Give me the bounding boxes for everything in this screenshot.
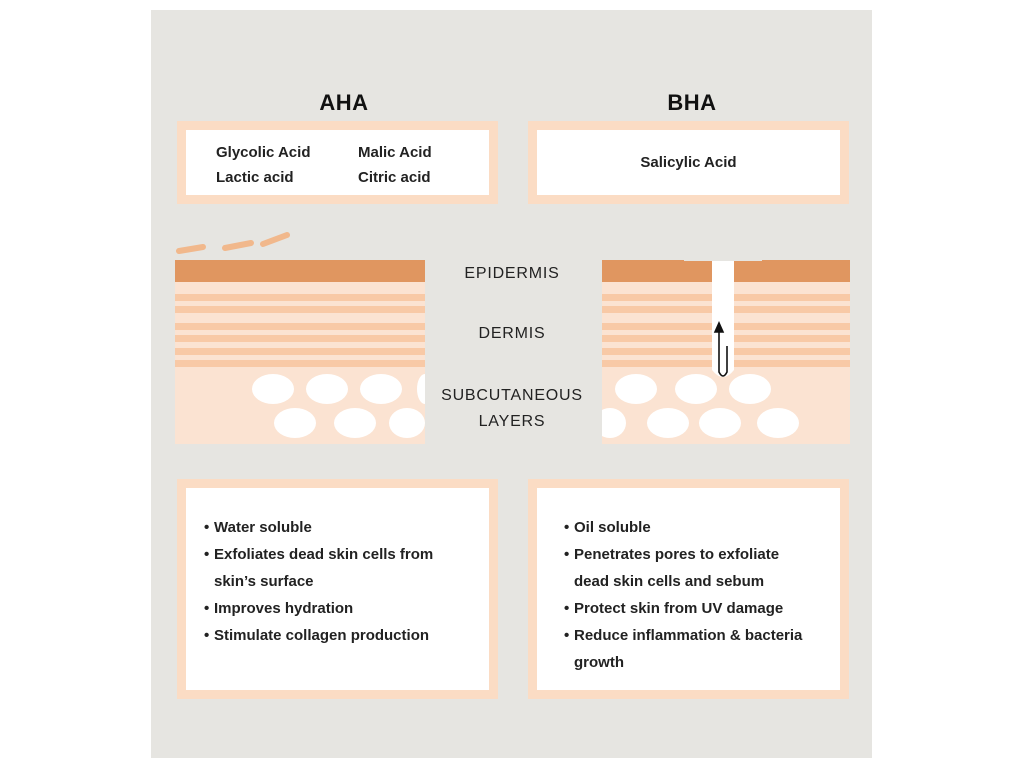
bha-fat-cells <box>602 374 799 438</box>
aha-acid-malic: Malic Acid <box>358 144 432 161</box>
aha-title: AHA <box>319 90 369 115</box>
aha-benefit-item: Water soluble <box>204 514 477 541</box>
aha-acid-citric: Citric acid <box>358 169 431 186</box>
layer-label-layers: LAYERS <box>478 413 546 430</box>
bha-benefit-item: Oil soluble <box>564 514 816 541</box>
bha-benefit-item: Reduce inflammation & bacteria growth <box>564 622 816 676</box>
aha-benefits-inner: Water soluble Exfoliates dead skin cells… <box>186 488 489 690</box>
bha-title: BHA <box>667 90 717 115</box>
bha-acid-salicylic: Salicylic Acid <box>640 154 737 171</box>
aha-acid-glycolic: Glycolic Acid <box>216 144 311 161</box>
aha-benefit-item: Exfoliates dead skin cells from skin’s s… <box>204 541 477 595</box>
aha-benefits-box: Water soluble Exfoliates dead skin cells… <box>177 479 498 699</box>
aha-acids-inner: Glycolic Acid Malic Acid Lactic acid Cit… <box>186 130 489 195</box>
aha-acids-box: Glycolic Acid Malic Acid Lactic acid Cit… <box>177 121 498 204</box>
bha-skin-diagram <box>602 256 850 444</box>
bha-benefit-item: Penetrates pores to exfoliate dead skin … <box>564 541 816 595</box>
bha-benefits-inner: Oil soluble Penetrates pores to exfoliat… <box>537 488 840 690</box>
aha-acid-list: Glycolic Acid Malic Acid Lactic acid Cit… <box>216 144 478 186</box>
layer-label-epidermis: EPIDERMIS <box>464 265 560 282</box>
up-arrow-icon <box>713 321 728 377</box>
bha-acids-box: Salicylic Acid <box>528 121 849 204</box>
layer-label-dermis: DERMIS <box>478 325 546 342</box>
aha-skin-diagram <box>175 232 425 444</box>
bha-benefit-item: Protect skin from UV damage <box>564 595 816 622</box>
aha-dermis-stripes <box>175 294 425 367</box>
aha-fat-cells <box>252 374 425 438</box>
aha-acid-lactic: Lactic acid <box>216 169 294 186</box>
bha-benefits-list: Oil soluble Penetrates pores to exfoliat… <box>564 514 816 676</box>
bha-acids-inner: Salicylic Acid <box>537 130 840 195</box>
aha-benefit-item: Stimulate collagen production <box>204 622 477 649</box>
aha-benefits-list: Water soluble Exfoliates dead skin cells… <box>204 514 477 649</box>
aha-epidermis-layer <box>175 260 425 282</box>
dashed-curve-flakes-icon <box>176 232 290 254</box>
bha-benefits-box: Oil soluble Penetrates pores to exfoliat… <box>528 479 849 699</box>
aha-benefit-item: Improves hydration <box>204 595 477 622</box>
infographic-canvas: AHA BHA Glycolic Acid Malic Acid Lactic … <box>151 10 872 758</box>
bha-pore-channel <box>712 260 734 377</box>
layer-label-subcutaneous: SUBCUTANEOUS <box>441 387 583 404</box>
bha-pore-top-gap <box>684 256 762 261</box>
